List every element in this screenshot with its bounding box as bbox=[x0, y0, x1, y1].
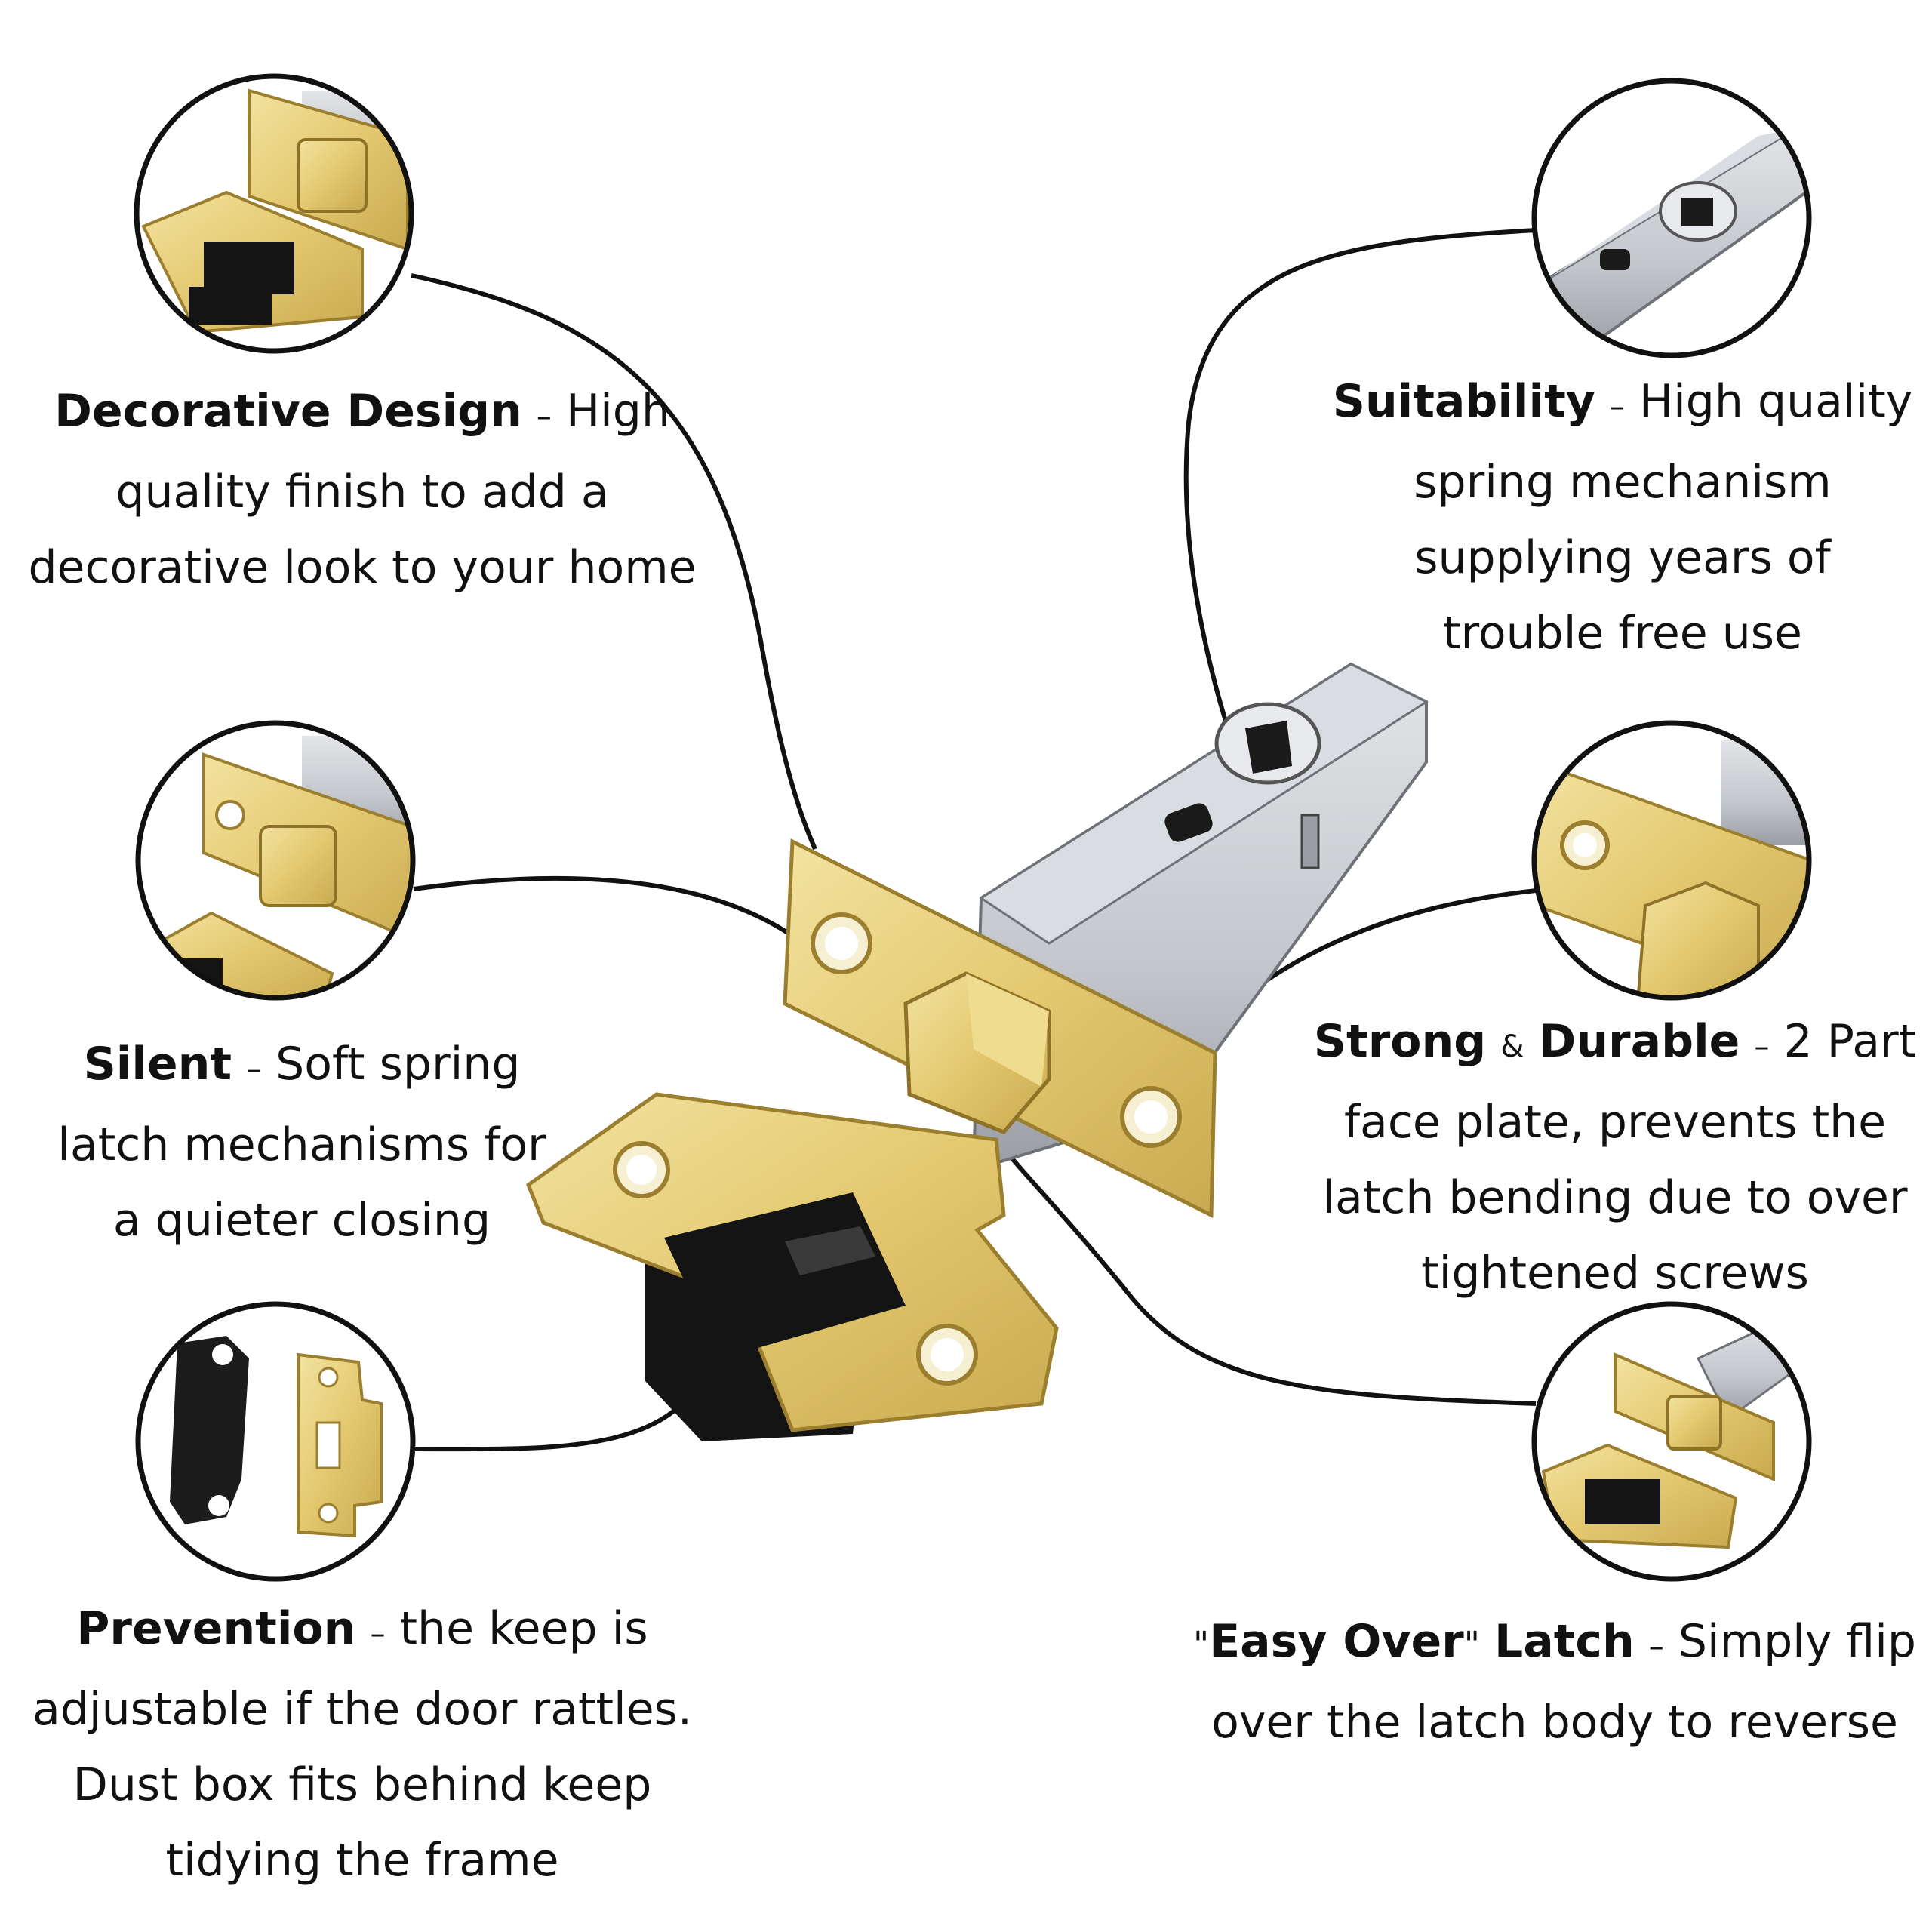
separator-dash: – bbox=[1609, 389, 1625, 424]
feature-easyover: "Easy Over" Latch – Simply flip over the… bbox=[1177, 1604, 1932, 1760]
feature-lead: the keep is bbox=[399, 1602, 648, 1655]
feature-strong: Strong & Durable – 2 Part face plate, pr… bbox=[1298, 1004, 1932, 1311]
feature-lead: Soft spring bbox=[275, 1038, 521, 1091]
feature-line: Dust box fits behind keep bbox=[72, 1758, 652, 1811]
feature-line: over the latch body to reverse bbox=[1211, 1696, 1898, 1749]
feature-suitability: Suitability – High quality spring mechan… bbox=[1313, 364, 1932, 671]
feature-decorative: Decorative Design – High quality finish … bbox=[0, 374, 724, 605]
separator-dash: – bbox=[370, 1617, 386, 1651]
detail-circle-silent bbox=[135, 720, 416, 1001]
separator-dash: – bbox=[1648, 1629, 1664, 1664]
separator-dash: – bbox=[1754, 1029, 1770, 1064]
quote-mark: " bbox=[1463, 1624, 1480, 1665]
feature-line: face plate, prevents the bbox=[1343, 1096, 1887, 1149]
feature-prevention-first-line: Prevention – the keep is bbox=[0, 1591, 724, 1672]
detail-circle-strong bbox=[1531, 720, 1812, 1001]
detail-circle-suitability bbox=[1531, 78, 1812, 358]
feature-suitability-first-line: Suitability – High quality bbox=[1313, 364, 1932, 445]
feature-line: a quieter closing bbox=[112, 1194, 491, 1247]
feature-line: trouble free use bbox=[1443, 607, 1802, 660]
feature-line: supplying years of bbox=[1414, 531, 1831, 584]
connector-decorative bbox=[411, 273, 817, 851]
feature-lead: 2 Part bbox=[1783, 1015, 1917, 1068]
separator-dash: – bbox=[536, 399, 552, 434]
feature-strong-first-line: Strong & Durable – 2 Part bbox=[1298, 1004, 1932, 1084]
feature-title: Prevention bbox=[76, 1602, 356, 1655]
feature-line: latch bending due to over bbox=[1322, 1171, 1908, 1224]
feature-title: Decorative Design bbox=[54, 385, 522, 438]
feature-title: Durable bbox=[1538, 1015, 1740, 1068]
detail-circle-decorative bbox=[134, 73, 414, 354]
feature-easyover-first-line: "Easy Over" Latch – Simply flip bbox=[1177, 1604, 1932, 1684]
feature-line: tightened screws bbox=[1421, 1247, 1809, 1300]
feature-lead: Simply flip bbox=[1678, 1615, 1916, 1668]
tubular-latch-illustration bbox=[783, 662, 1429, 1218]
feature-title: Suitability bbox=[1332, 375, 1595, 428]
feature-title: Easy Over bbox=[1209, 1615, 1464, 1668]
feature-line: quality finish to add a bbox=[115, 466, 609, 518]
feature-title: Silent bbox=[83, 1038, 232, 1091]
strike-plate-illustration bbox=[525, 1092, 1059, 1441]
separator-dash: – bbox=[246, 1052, 262, 1087]
feature-line: tidying the frame bbox=[165, 1834, 559, 1887]
feature-silent: Silent – Soft spring latch mechanisms fo… bbox=[15, 1026, 589, 1258]
feature-line: spring mechanism bbox=[1414, 456, 1832, 509]
connector-lines bbox=[411, 228, 1537, 1452]
feature-title: Latch bbox=[1494, 1615, 1635, 1668]
quote-mark: " bbox=[1193, 1624, 1210, 1665]
feature-title: Strong bbox=[1313, 1015, 1487, 1068]
feature-lead: High bbox=[566, 385, 670, 438]
feature-line: decorative look to your home bbox=[28, 541, 697, 594]
connector-easyover bbox=[994, 1138, 1537, 1406]
detail-circle-easyover bbox=[1531, 1301, 1812, 1582]
connector-suitability bbox=[1183, 228, 1537, 737]
feature-line: latch mechanisms for bbox=[57, 1118, 546, 1171]
feature-silent-first-line: Silent – Soft spring bbox=[15, 1026, 589, 1107]
feature-prevention: Prevention – the keep is adjustable if t… bbox=[0, 1591, 724, 1898]
feature-lead: High quality bbox=[1639, 375, 1913, 428]
connector-silent bbox=[413, 875, 794, 938]
feature-decorative-first-line: Decorative Design – High bbox=[0, 374, 724, 454]
dust-box-illustration bbox=[170, 1336, 249, 1524]
ampersand: & bbox=[1500, 1029, 1524, 1064]
detail-circle-prevention bbox=[135, 1301, 416, 1582]
feature-line: adjustable if the door rattles. bbox=[32, 1683, 692, 1736]
